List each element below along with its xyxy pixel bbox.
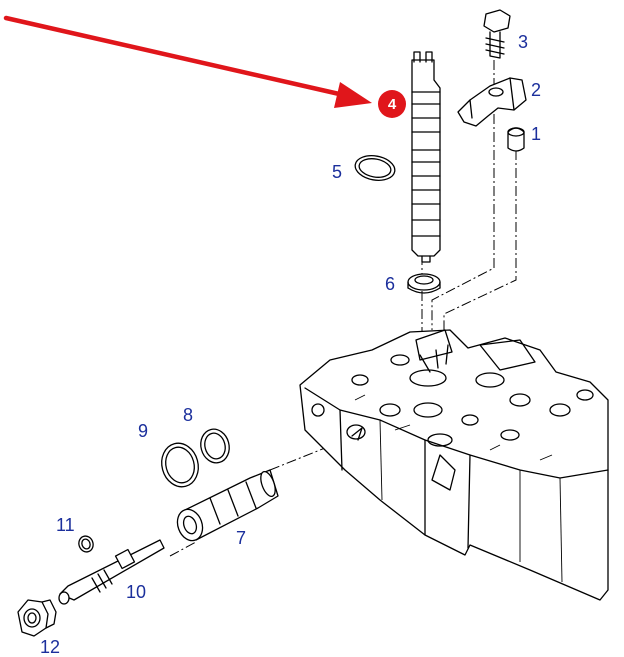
- highlight-badge-label: 4: [388, 96, 397, 113]
- callout-label-9: 9: [138, 421, 148, 441]
- part-8-sealing-ring: [200, 428, 230, 464]
- highlight-badge-circle: [378, 90, 406, 118]
- part-1-cap: [507, 127, 525, 152]
- pointer-arrow: [3, 15, 372, 108]
- part-5-o-ring: [354, 155, 396, 181]
- callout-label-12: 12: [40, 637, 60, 657]
- part-6-washer: [407, 273, 441, 294]
- part-11-o-ring: [78, 535, 94, 553]
- callout-label-6: 6: [385, 274, 395, 294]
- part-3-bolt: [483, 9, 511, 59]
- callout-label-5: 5: [332, 162, 342, 182]
- callout-label-7: 7: [236, 528, 246, 548]
- callout-label-2: 2: [531, 80, 541, 100]
- part-9-sealing-ring: [161, 442, 199, 488]
- part-12-nut: [17, 599, 57, 637]
- callout-label-3: 3: [518, 32, 528, 52]
- callout-label-1: 1: [531, 124, 541, 144]
- part-7-connector: [176, 469, 279, 542]
- cylinder-head: [299, 329, 609, 601]
- part-4-injector: [411, 51, 441, 263]
- callout-labels: 1 2 3 5 6 7 8 9 10 11 12: [40, 32, 541, 657]
- highlight-badge: 4: [378, 90, 406, 118]
- part-10-pressure-pipe: [58, 539, 165, 605]
- callout-label-10: 10: [126, 582, 146, 602]
- callout-label-11: 11: [56, 515, 75, 535]
- part-2-clamp: [457, 77, 527, 127]
- callout-label-8: 8: [183, 405, 193, 425]
